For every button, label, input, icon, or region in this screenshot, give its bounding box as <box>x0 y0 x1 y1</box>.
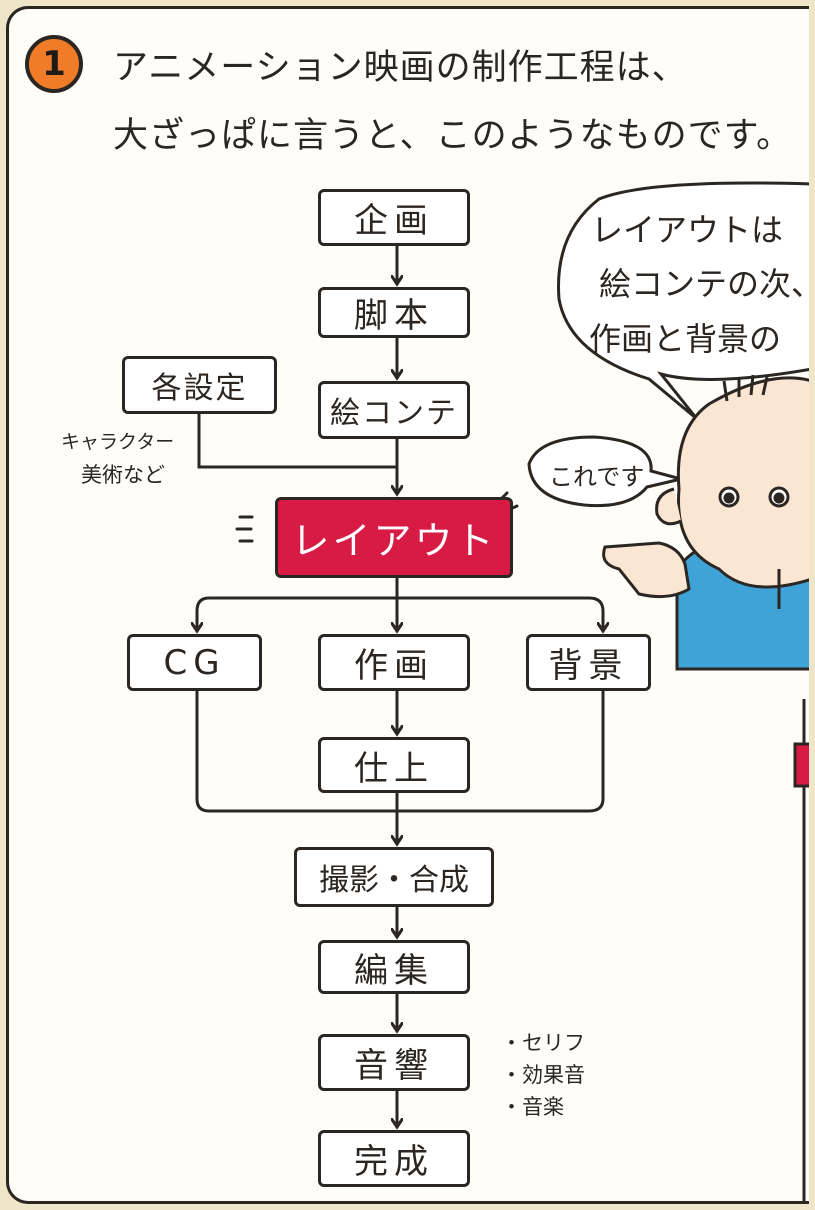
node-kyakuhon: 脚本 <box>318 287 470 338</box>
node-sakuga: 作画 <box>318 634 470 691</box>
note-settei-1: キャラクター <box>61 431 175 453</box>
line-haikei-merge <box>397 689 605 813</box>
partial-red-box <box>793 742 809 788</box>
node-layout-highlighted: レイアウト <box>275 497 513 578</box>
illustration-panel: 1 アニメーション映画の制作工程は、 大ざっぱに言うと、このようなものです。 企… <box>6 6 809 1204</box>
speech-line-2: 絵コンテの次、 <box>599 265 809 303</box>
speech-bubble-large <box>557 181 809 421</box>
flow-connectors <box>9 181 809 1201</box>
speech-small: これです <box>549 463 645 491</box>
node-henshu: 編集 <box>318 940 470 994</box>
heading-line-1: アニメーション映画の制作工程は、 <box>113 48 688 88</box>
speech-line-3: 作画と背景の <box>589 320 782 358</box>
character-figure <box>602 374 809 1201</box>
note-onkyo-1: ・セリフ <box>501 1031 585 1055</box>
note-settei-2: 美術など <box>81 463 165 487</box>
note-onkyo-3: ・音楽 <box>501 1095 564 1119</box>
node-cg: CG <box>127 634 262 691</box>
node-onkyo: 音響 <box>318 1034 470 1091</box>
node-kansei: 完成 <box>318 1130 470 1187</box>
node-kakusettei: 各設定 <box>122 356 277 414</box>
line-cg-merge <box>195 689 397 813</box>
speech-line-1: レイアウトは <box>591 211 784 249</box>
arrow-layout-haikei <box>395 596 603 631</box>
node-kikaku: 企画 <box>318 189 470 246</box>
note-onkyo-2: ・効果音 <box>501 1063 585 1087</box>
node-shiage: 仕上 <box>318 737 470 793</box>
node-ekonte: 絵コンテ <box>318 381 470 439</box>
heading-line-2: 大ざっぱに言うと、このようなものです。 <box>113 116 793 156</box>
arrow-layout-cg <box>197 596 399 631</box>
node-haikei: 背景 <box>526 634 651 691</box>
step-number-badge: 1 <box>25 35 83 93</box>
line-settei-merge <box>197 412 397 469</box>
node-satsuei: 撮影・合成 <box>294 847 494 907</box>
